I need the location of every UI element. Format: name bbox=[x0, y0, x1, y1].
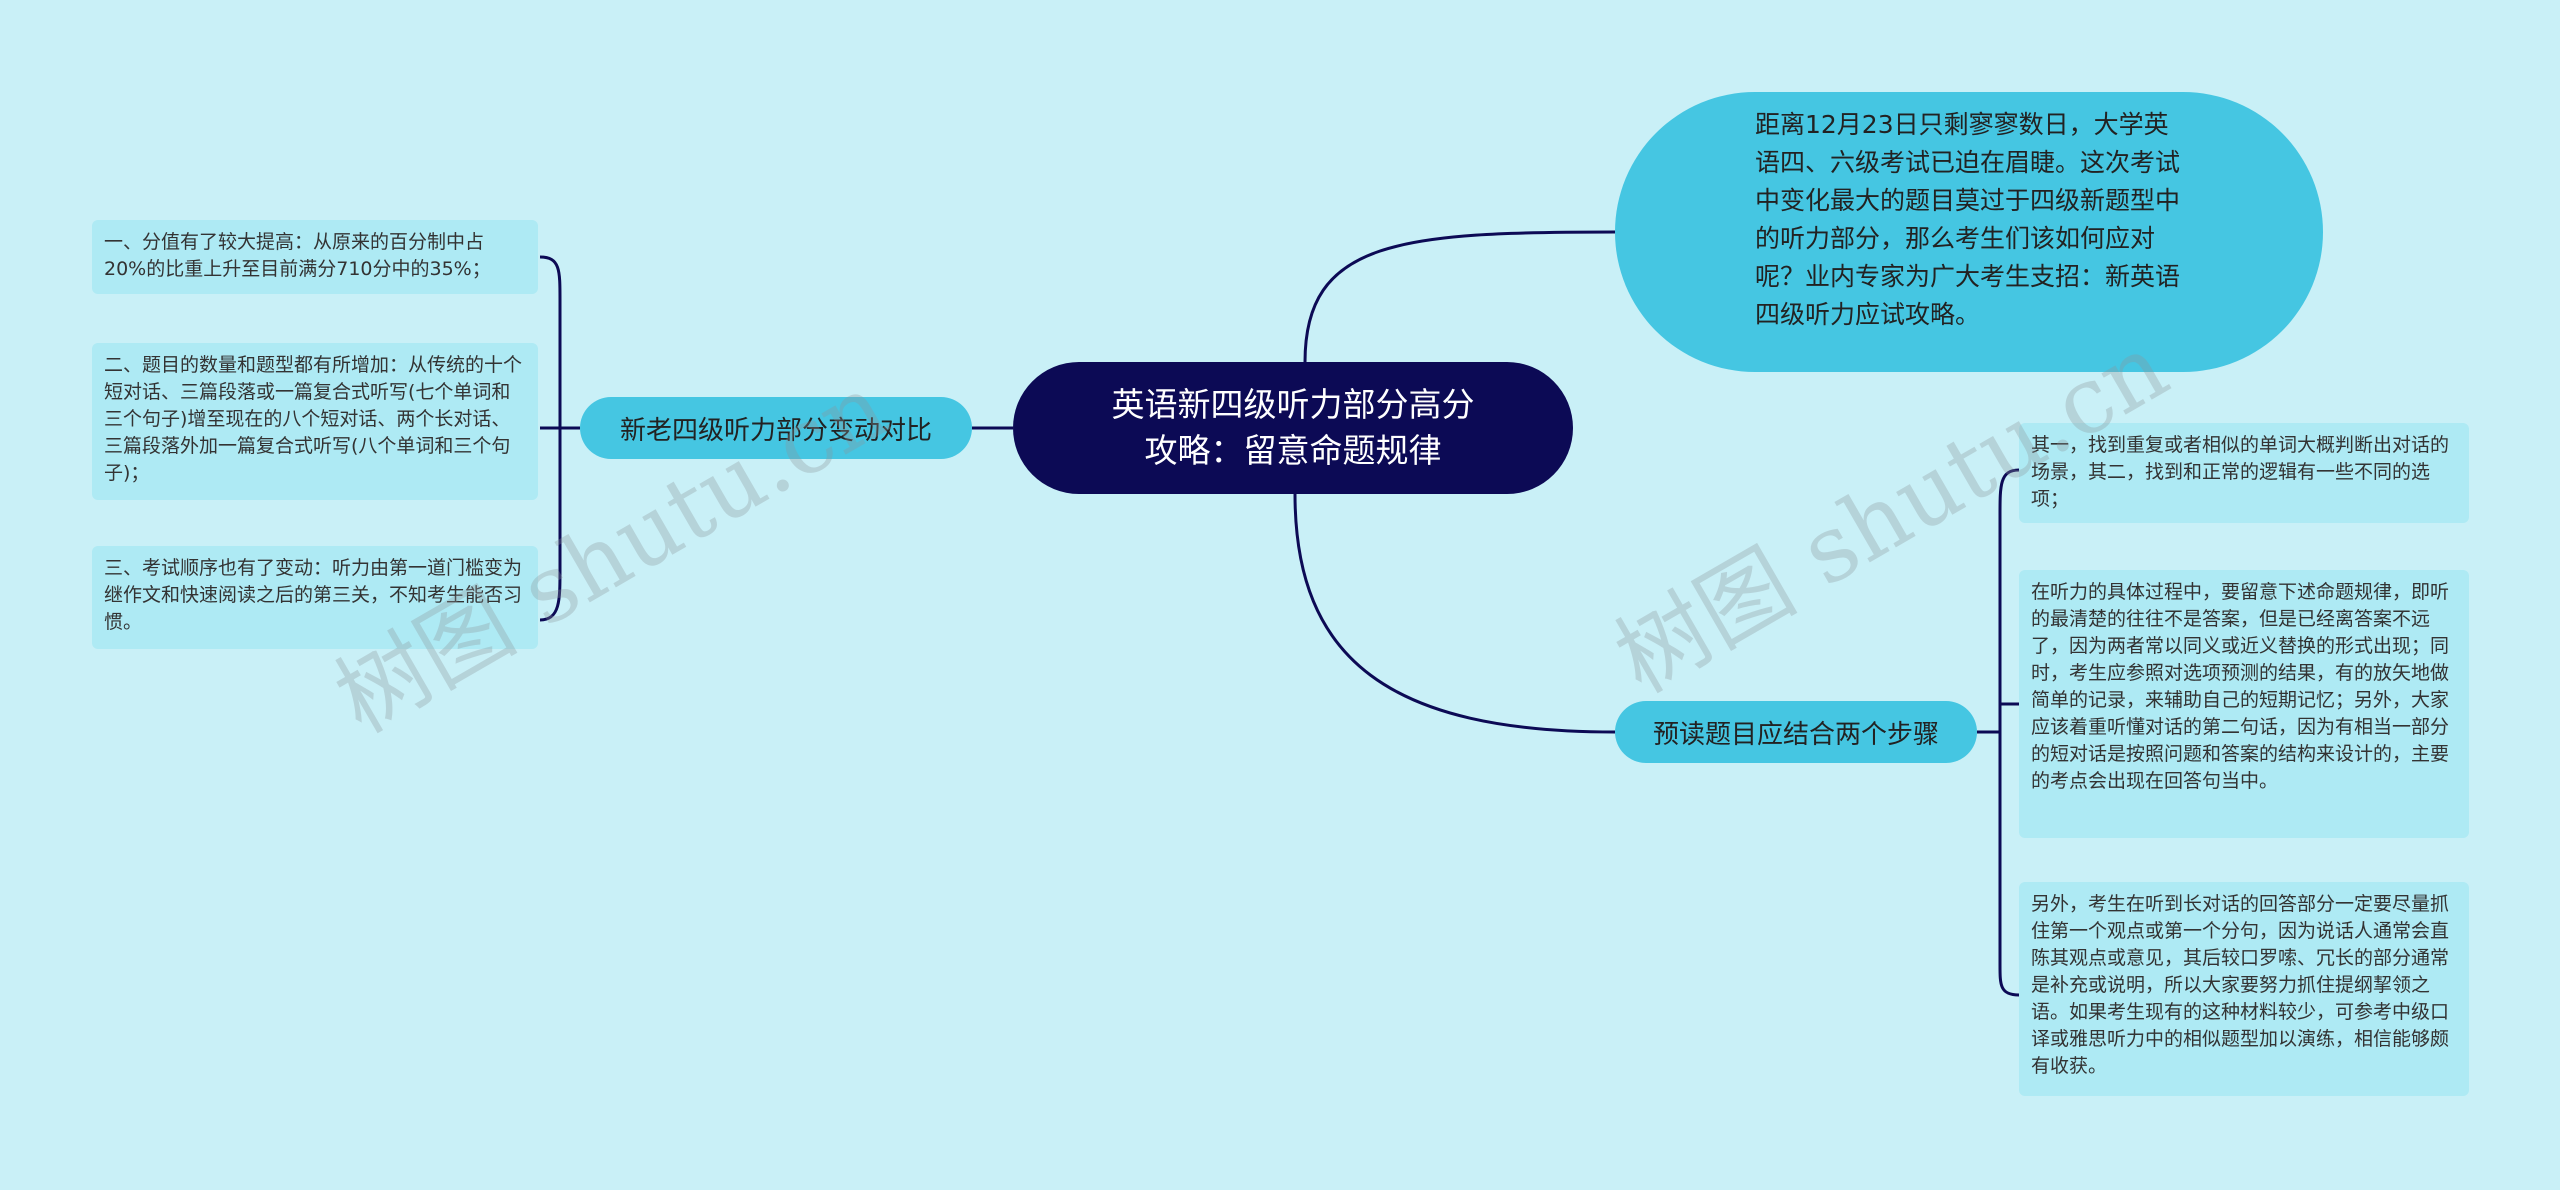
leaf-text: 二、题目的数量和题型都有所增加：从传统的十个短对话、三篇段落或一篇复合式听写(七… bbox=[104, 354, 523, 484]
connector-root-branch-right bbox=[1293, 493, 1616, 734]
leaf-text: 三、考试顺序也有了变动：听力由第一道门槛变为继作文和快速阅读之后的第三关，不知考… bbox=[104, 557, 523, 633]
connector-right-bracket bbox=[1977, 468, 2020, 997]
leaf-text: 一、分值有了较大提高：从原来的百分制中占20%的比重上升至目前满分710分中的3… bbox=[104, 231, 491, 280]
root-title-line2: 攻略：留意命题规律 bbox=[1144, 431, 1442, 470]
leaf-step-one[interactable]: 其一，找到重复或者相似的单词大概判断出对话的场景，其二，找到和正常的逻辑有一些不… bbox=[2019, 423, 2469, 523]
intro-text: 距离12月23日只剩寥寥数日，大学英语四、六级考试已迫在眉睫。这次考试中变化最大… bbox=[1755, 110, 2181, 329]
branch-preview-steps[interactable]: 预读题目应结合两个步骤 bbox=[1615, 701, 1977, 763]
branch-comparison-label: 新老四级听力部分变动对比 bbox=[619, 415, 932, 446]
connector-root-intro bbox=[1303, 230, 1616, 363]
leaf-text: 其一，找到重复或者相似的单词大概判断出对话的场景，其二，找到和正常的逻辑有一些不… bbox=[2031, 434, 2450, 510]
connector-left-bracket bbox=[539, 255, 580, 622]
leaf-question-count[interactable]: 二、题目的数量和题型都有所增加：从传统的十个短对话、三篇段落或一篇复合式听写(七… bbox=[92, 343, 538, 500]
leaf-score-change[interactable]: 一、分值有了较大提高：从原来的百分制中占20%的比重上升至目前满分710分中的3… bbox=[92, 220, 538, 294]
branch-preview-steps-label: 预读题目应结合两个步骤 bbox=[1652, 719, 1939, 750]
leaf-listening-pattern[interactable]: 在听力的具体过程中，要留意下述命题规律，即听的最清楚的往往不是答案，但是已经离答… bbox=[2019, 570, 2469, 838]
branch-comparison[interactable]: 新老四级听力部分变动对比 bbox=[580, 397, 972, 459]
root-topic[interactable]: 英语新四级听力部分高分 攻略：留意命题规律 bbox=[1013, 362, 1573, 494]
leaf-text: 在听力的具体过程中，要留意下述命题规律，即听的最清楚的往往不是答案，但是已经离答… bbox=[2031, 581, 2450, 792]
root-title-line1: 英语新四级听力部分高分 bbox=[1111, 385, 1475, 424]
leaf-exam-order[interactable]: 三、考试顺序也有了变动：听力由第一道门槛变为继作文和快速阅读之后的第三关，不知考… bbox=[92, 546, 538, 649]
leaf-text: 另外，考生在听到长对话的回答部分一定要尽量抓住第一个观点或第一个分句，因为说话人… bbox=[2031, 893, 2450, 1077]
leaf-long-dialogue[interactable]: 另外，考生在听到长对话的回答部分一定要尽量抓住第一个观点或第一个分句，因为说话人… bbox=[2019, 882, 2469, 1096]
intro-node[interactable]: 距离12月23日只剩寥寥数日，大学英语四、六级考试已迫在眉睫。这次考试中变化最大… bbox=[1615, 92, 2323, 372]
